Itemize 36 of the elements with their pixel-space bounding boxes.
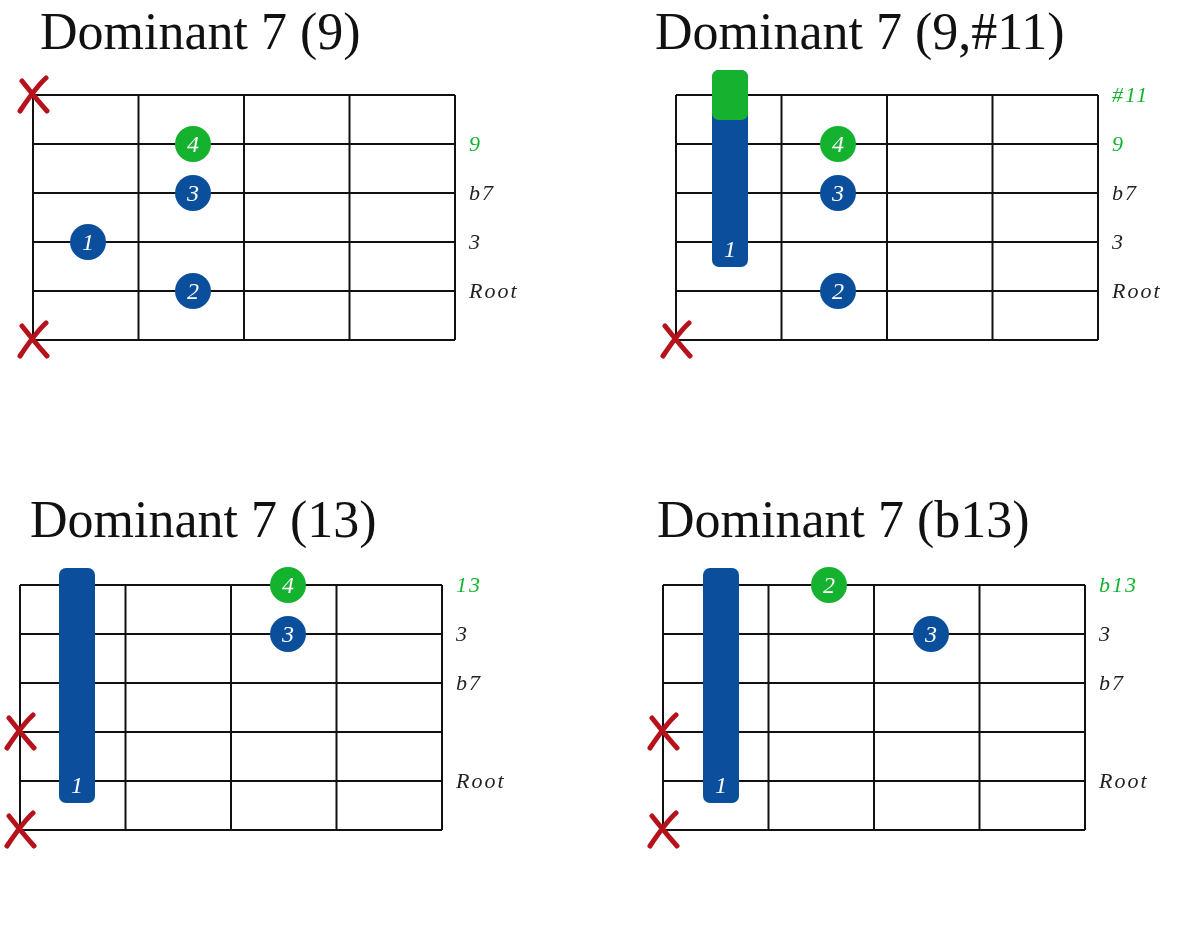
finger-dot: 4 — [175, 126, 211, 162]
chord-title: Dominant 7 (9,#11) — [655, 6, 1065, 58]
chord-title: Dominant 7 (9) — [40, 6, 361, 58]
interval-label: 9 — [469, 133, 482, 155]
interval-label: b7 — [456, 672, 482, 694]
barre-bar: 1 — [59, 568, 95, 803]
chord-title: Dominant 7 (b13) — [657, 494, 1030, 546]
interval-label: 3 — [1112, 231, 1125, 253]
barre-bar: 1 — [703, 568, 739, 803]
interval-label: b7 — [1099, 672, 1125, 694]
finger-dot: 2 — [811, 567, 847, 603]
interval-label: 3 — [1099, 623, 1112, 645]
barre-bar: 1 — [712, 70, 748, 267]
finger-dot: 4 — [270, 567, 306, 603]
interval-label: Root — [1112, 280, 1162, 302]
finger-dot: 2 — [820, 273, 856, 309]
interval-label: b7 — [1112, 182, 1138, 204]
interval-label: Root — [469, 280, 519, 302]
chord-title: Dominant 7 (13) — [30, 494, 377, 546]
interval-label: Root — [456, 770, 506, 792]
finger-dot: 3 — [175, 175, 211, 211]
interval-label: Root — [1099, 770, 1149, 792]
finger-dot: 3 — [270, 616, 306, 652]
interval-label: 9 — [1112, 133, 1125, 155]
interval-label: 3 — [469, 231, 482, 253]
finger-dot: 3 — [913, 616, 949, 652]
interval-label: b13 — [1099, 574, 1138, 596]
barre-cap — [712, 70, 748, 120]
finger-dot: 4 — [820, 126, 856, 162]
interval-label: 3 — [456, 623, 469, 645]
finger-dot: 1 — [70, 224, 106, 260]
interval-label: 13 — [456, 574, 482, 596]
interval-label: b7 — [469, 182, 495, 204]
interval-label: #11 — [1112, 84, 1150, 106]
finger-dot: 3 — [820, 175, 856, 211]
finger-dot: 2 — [175, 273, 211, 309]
